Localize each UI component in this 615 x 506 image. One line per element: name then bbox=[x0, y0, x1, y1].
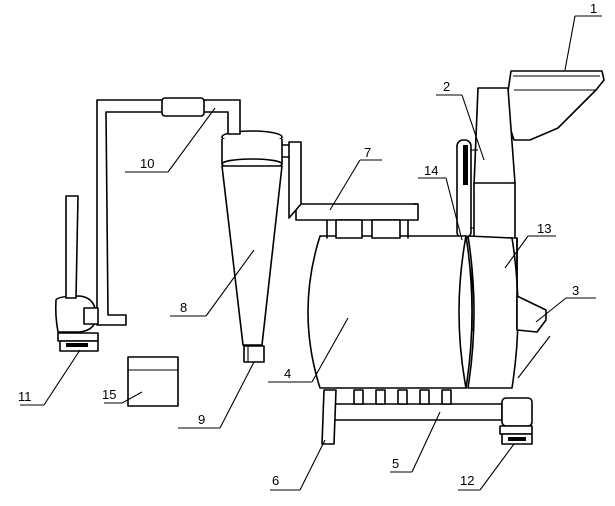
cyclone-separator bbox=[221, 130, 283, 346]
drive-motor bbox=[499, 397, 533, 445]
bottom-conveyor bbox=[333, 389, 503, 421]
label-4: 4 bbox=[284, 366, 291, 381]
heat-source-box bbox=[127, 356, 179, 407]
drum-to-cyclone-pipe bbox=[280, 141, 302, 219]
discharge-housing bbox=[467, 235, 519, 389]
drying-drum bbox=[307, 235, 473, 389]
label-13: 13 bbox=[537, 221, 551, 236]
label-14: 14 bbox=[424, 163, 438, 178]
label-6: 6 bbox=[272, 473, 279, 488]
leader-lines bbox=[20, 15, 602, 491]
part-number-labels: 1 2 14 13 3 7 10 8 4 9 6 5 11 12 15 bbox=[18, 1, 597, 488]
vertical-feeder bbox=[473, 87, 516, 187]
drum-top-pipes bbox=[295, 203, 419, 239]
label-3: 3 bbox=[572, 283, 579, 298]
label-5: 5 bbox=[392, 456, 399, 471]
discharge-chute bbox=[516, 295, 547, 333]
label-1: 1 bbox=[590, 1, 597, 16]
label-9: 9 bbox=[198, 412, 205, 427]
label-2: 2 bbox=[443, 79, 450, 94]
support-leg bbox=[321, 389, 337, 445]
fan-blower bbox=[54, 195, 99, 352]
air-duct bbox=[96, 97, 241, 326]
label-15: 15 bbox=[102, 387, 116, 402]
label-12: 12 bbox=[460, 473, 474, 488]
label-10: 10 bbox=[140, 156, 154, 171]
cyclone-outlet-valve bbox=[243, 345, 265, 363]
feed-hopper bbox=[504, 70, 605, 141]
label-8: 8 bbox=[180, 300, 187, 315]
label-7: 7 bbox=[364, 145, 371, 160]
label-11: 11 bbox=[18, 389, 32, 404]
